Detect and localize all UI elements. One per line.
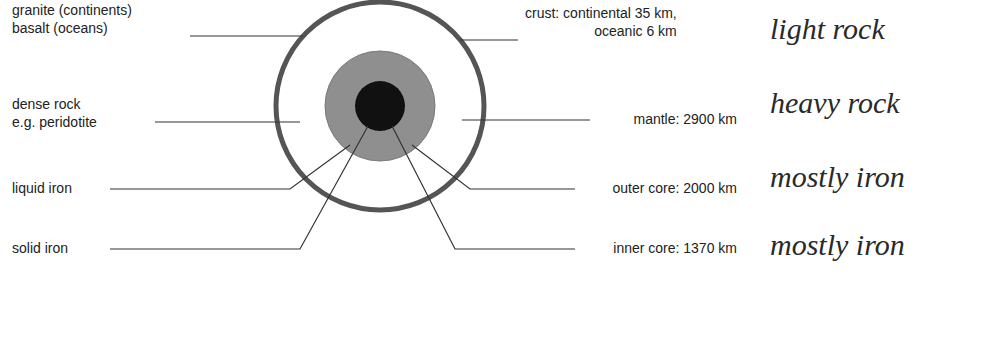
layer-label: liquid iron — [12, 180, 72, 197]
leader-line — [392, 126, 575, 249]
handwritten-note: heavy rock — [770, 86, 900, 120]
layer-label: inner core: 1370 km — [613, 240, 737, 257]
leader-line — [462, 119, 590, 120]
layer-label: mantle: 2900 km — [634, 111, 738, 128]
layer-label: e.g. peridotite — [12, 114, 97, 131]
handwritten-note: mostly iron — [770, 160, 905, 194]
handwritten-note: light rock — [770, 12, 885, 46]
layer-label: dense rock — [12, 96, 80, 113]
handwritten-note: mostly iron — [770, 228, 905, 262]
outer-core-disc — [325, 51, 435, 161]
layer-label: crust: continental 35 km, — [525, 5, 677, 22]
leader-line — [155, 121, 300, 122]
leader-line — [412, 145, 575, 189]
crust-ring — [276, 2, 484, 210]
layer-label: basalt (oceans) — [12, 20, 108, 37]
layer-label: solid iron — [12, 240, 68, 257]
layer-label: outer core: 2000 km — [612, 180, 737, 197]
leader-line — [110, 145, 350, 189]
layer-label: oceanic 6 km — [594, 23, 676, 40]
leader-line — [190, 35, 303, 36]
inner-core-disc — [355, 81, 405, 131]
layer-label: granite (continents) — [12, 2, 132, 19]
leader-line — [460, 39, 518, 40]
leader-line — [110, 126, 368, 249]
